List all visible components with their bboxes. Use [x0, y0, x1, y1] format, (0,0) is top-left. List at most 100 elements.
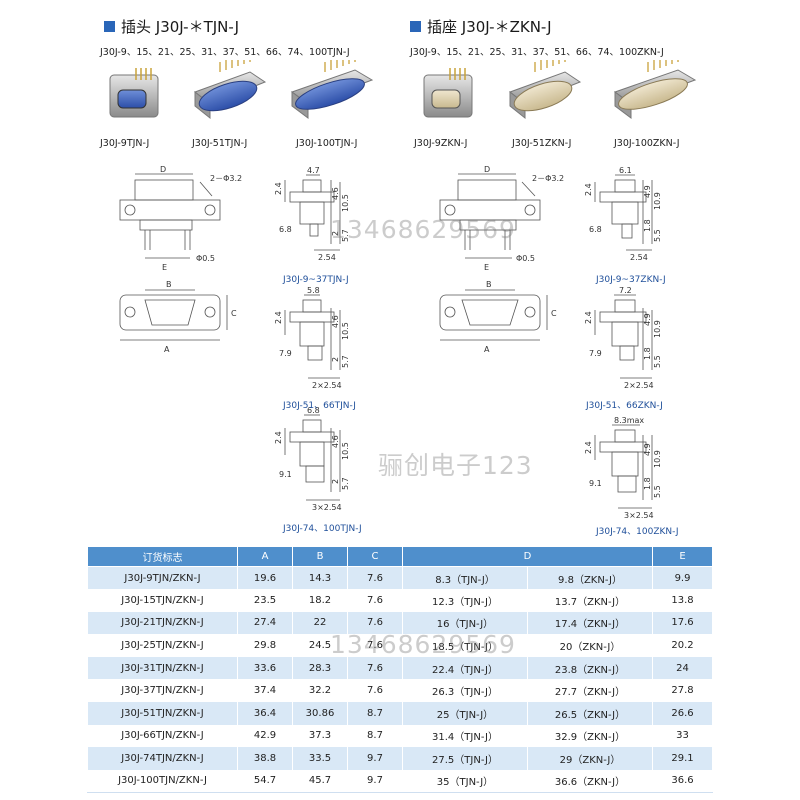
- table-cell-a: 36.4: [237, 702, 293, 725]
- dim-label: 2.54: [630, 253, 648, 262]
- table-cell-name: J30J-37TJN/ZKN-J: [87, 679, 238, 703]
- table-cell-b: 45.7: [292, 769, 348, 793]
- col-header-e: E: [652, 546, 714, 567]
- dim-label: C: [551, 309, 557, 318]
- table-cell-b: 32.2: [292, 679, 348, 703]
- brand-watermark: 骊创电子123: [378, 451, 533, 480]
- col-header-order: 订货标志: [87, 546, 238, 567]
- dim-label: D: [484, 165, 490, 174]
- table-cell-name: J30J-100TJN/ZKN-J: [87, 769, 238, 793]
- table-cell-d1: 35（TJN-J）: [402, 769, 528, 793]
- dim-label: 5.8: [307, 286, 320, 295]
- table-cell-d1: 27.5（TJN-J）: [402, 747, 528, 770]
- product-label: J30J-100TJN-J: [296, 138, 358, 149]
- table-cell-name: J30J-21TJN/ZKN-J: [87, 611, 238, 635]
- product-9zkn-image: [423, 68, 473, 118]
- dim-label: 3×2.54: [312, 503, 342, 512]
- dim-label: D: [160, 165, 166, 174]
- dim-label: E: [162, 263, 167, 272]
- dim-label: 2×2.54: [312, 381, 342, 390]
- table-cell-e: 29.1: [652, 747, 714, 770]
- dim-label: 4.9: [643, 185, 652, 198]
- dim-label: 9.1: [589, 479, 602, 488]
- dim-label: 6.8: [279, 225, 292, 234]
- table-cell-e: 13.8: [652, 589, 714, 612]
- dim-label: 10.5: [341, 194, 350, 212]
- title-square-icon: [410, 21, 421, 32]
- table-cell-d1: 12.3（TJN-J）: [402, 589, 528, 612]
- table-cell-a: 23.5: [237, 589, 293, 612]
- table-cell-d2: 9.8（ZKN-J）: [526, 566, 654, 590]
- dim-label: C: [231, 309, 237, 318]
- table-cell-c: 9.7: [347, 747, 403, 770]
- dim-label: 4.9: [643, 443, 652, 456]
- product-photos: [109, 60, 697, 120]
- dim-label: 5.7: [341, 477, 350, 490]
- dim-label: 5.7: [341, 355, 350, 368]
- title-square-icon: [104, 21, 115, 32]
- dim-label: 4.7: [307, 166, 320, 175]
- table-cell-c: 9.7: [347, 769, 403, 793]
- dim-label: 5.7: [341, 229, 350, 242]
- dim-label: 2－Φ3.2: [532, 174, 564, 183]
- dim-label: B: [166, 280, 172, 289]
- table-cell-d1: 16（TJN-J）: [402, 611, 528, 635]
- col-header-a: A: [237, 546, 293, 567]
- table-cell-name: J30J-74TJN/ZKN-J: [87, 747, 238, 770]
- product-label: J30J-51ZKN-J: [512, 138, 572, 149]
- dim-label: 2.4: [584, 441, 593, 454]
- dim-label: 1.8: [643, 219, 652, 232]
- table-cell-d2: 17.4（ZKN-J）: [526, 611, 654, 635]
- dim-label: 4.9: [643, 313, 652, 326]
- phone-watermark: 13468629569: [330, 630, 516, 659]
- socket-section-title: 插座 J30J-＊ZKN-J: [410, 16, 552, 37]
- plug-title-text: 插头 J30J-＊TJN-J: [121, 18, 240, 36]
- col-header-b: B: [292, 546, 348, 567]
- socket-title-text: 插座 J30J-＊ZKN-J: [427, 18, 552, 36]
- table-cell-d2: 36.6（ZKN-J）: [526, 769, 654, 793]
- table-header-row: 订货标志 A B C D E: [87, 546, 714, 567]
- dim-label: Φ0.5: [516, 254, 535, 263]
- table-cell-e: 20.2: [652, 634, 714, 657]
- table-cell-b: 22: [292, 611, 348, 635]
- table-cell-name: J30J-66TJN/ZKN-J: [87, 724, 238, 748]
- drawing-caption: J30J-74、100ZKN-J: [596, 527, 679, 537]
- dim-label: 8.3max: [614, 416, 644, 425]
- plug-section-title: 插头 J30J-＊TJN-J: [104, 16, 239, 37]
- table-cell-name: J30J-9TJN/ZKN-J: [87, 566, 238, 590]
- table-cell-d1: 31.4（TJN-J）: [402, 724, 528, 748]
- table-cell-d2: 29（ZKN-J）: [526, 747, 654, 770]
- table-cell-c: 8.7: [347, 702, 403, 725]
- drawing-caption: J30J-9~37TJN-J: [283, 275, 349, 285]
- table-cell-b: 37.3: [292, 724, 348, 748]
- table-cell-e: 26.6: [652, 702, 714, 725]
- table-cell-e: 24: [652, 656, 714, 680]
- table-cell-name: J30J-15TJN/ZKN-J: [87, 589, 238, 612]
- product-51tjn-image: [193, 60, 267, 120]
- dim-label: 7.9: [589, 349, 602, 358]
- dim-label: 6.8: [307, 406, 320, 415]
- product-label: J30J-9ZKN-J: [414, 138, 468, 149]
- dim-label: B: [486, 280, 492, 289]
- table-cell-c: 7.6: [347, 566, 403, 590]
- drawing-caption: J30J-9~37ZKN-J: [596, 275, 666, 285]
- dim-label: 7.2: [619, 286, 632, 295]
- dim-label: A: [164, 345, 170, 354]
- dim-label: 4.6: [331, 435, 340, 448]
- dim-label: 1.8: [643, 477, 652, 490]
- product-51zkn-image: [508, 60, 582, 120]
- table-cell-a: 54.7: [237, 769, 293, 793]
- product-label: J30J-9TJN-J: [100, 138, 150, 149]
- table-cell-a: 27.4: [237, 611, 293, 635]
- dim-label: 10.9: [653, 192, 662, 210]
- phone-watermark: 13468629569: [330, 215, 516, 244]
- table-cell-a: 38.8: [237, 747, 293, 770]
- dim-label: A: [484, 345, 490, 354]
- table-cell-d1: 18.5（TJN-J）: [402, 634, 528, 657]
- table-cell-d1: 22.4（TJN-J）: [402, 656, 528, 680]
